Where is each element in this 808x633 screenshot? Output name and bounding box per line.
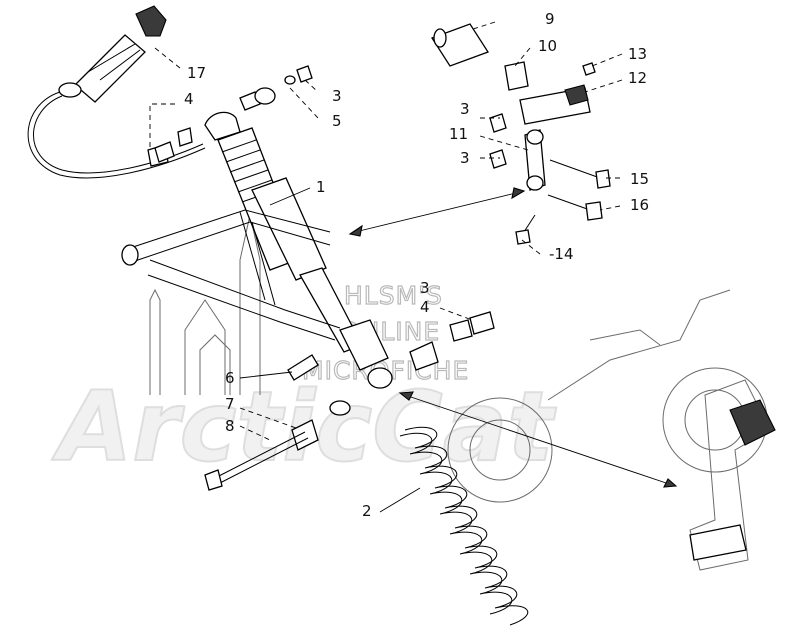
callout-13: 13 [628, 45, 647, 63]
callout-10: 10 [538, 37, 557, 55]
watermark-cathedral-icon [149, 214, 261, 395]
callout-3-right-a: 3 [460, 100, 470, 118]
callout-7: 7 [225, 395, 235, 413]
callout-2: 2 [362, 502, 372, 520]
a-arm-frame [121, 209, 341, 341]
callout-3-right-b: 3 [460, 149, 470, 167]
callout-labels: 1 2 3 4 5 3 11 3 3 4 6 7 8 9 10 12 13 -1… [184, 10, 649, 520]
callout-17: 17 [187, 64, 206, 82]
callout-9: 9 [545, 10, 555, 28]
callout-4-mid: 4 [420, 298, 430, 316]
callout-11: 11 [449, 125, 468, 143]
reservoir-part-17 [27, 5, 206, 179]
shock-absorber-part-1 [204, 111, 393, 389]
hardware-top [154, 65, 313, 163]
callout-4-top: 4 [184, 90, 194, 108]
callout-1: 1 [316, 178, 326, 196]
callout-14: -14 [549, 245, 574, 263]
coil-spring-part-2 [399, 426, 529, 626]
callout-3-top: 3 [332, 87, 342, 105]
callout-6: 6 [225, 369, 235, 387]
linkage-assembly [431, 23, 611, 245]
callout-12: 12 [628, 69, 647, 87]
leader-lines [149, 21, 623, 513]
callout-16: 16 [630, 196, 649, 214]
callout-15: 15 [630, 170, 649, 188]
callout-5: 5 [332, 112, 342, 130]
reference-arrows [348, 187, 678, 488]
watermark-motorcycle-icon [447, 289, 768, 503]
hardware-lower [204, 311, 495, 491]
watermark-line-1: HLSM'S [344, 281, 443, 310]
callout-8: 8 [225, 417, 235, 435]
callout-3-mid: 3 [420, 279, 430, 297]
watermark: ArcticCat HLSM'S ONLINE MICROFICHE [50, 214, 768, 503]
frame-bracket [689, 379, 776, 571]
